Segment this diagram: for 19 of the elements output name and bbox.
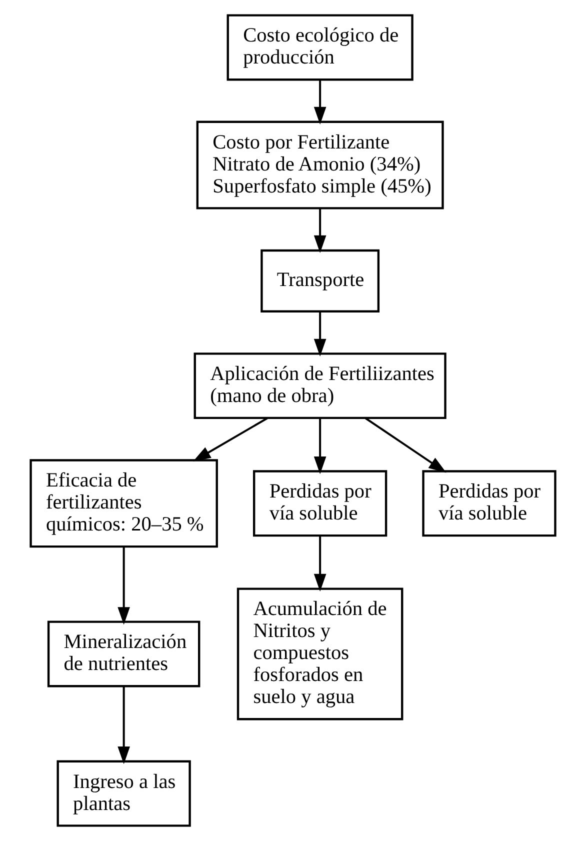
node-box: Costo por Fertilizante Nitrato de Amonio (34%) Superfosfato simple (45%) [196,120,444,210]
arrow [314,80,326,125]
arrow [314,311,326,357]
arrow [314,536,326,592]
node-box: Aplicación de Fertiliizantes (mano de obra) [194,352,446,420]
arrow [118,546,130,625]
node-box: Eficacia de fertilizantes químicos: 20–35 % [30,459,218,548]
node-box: Perdidas por vía soluble [422,470,556,537]
node-box: Costo ecológico de producción [226,14,414,81]
arrow [314,208,326,254]
arrow [364,417,446,473]
arrow [118,686,130,764]
node-box: Perdidas por vía soluble [253,470,388,537]
arrow [314,418,326,474]
arrow [193,417,268,462]
node-box: Mineralización de nutrientes [47,620,200,688]
node-box: Acumulación de Nitritos y compuestos fosforados en suelo y agua [236,588,404,720]
node-box: Ingreso a las plantas [56,760,191,827]
node-box: Transporte [260,249,380,312]
